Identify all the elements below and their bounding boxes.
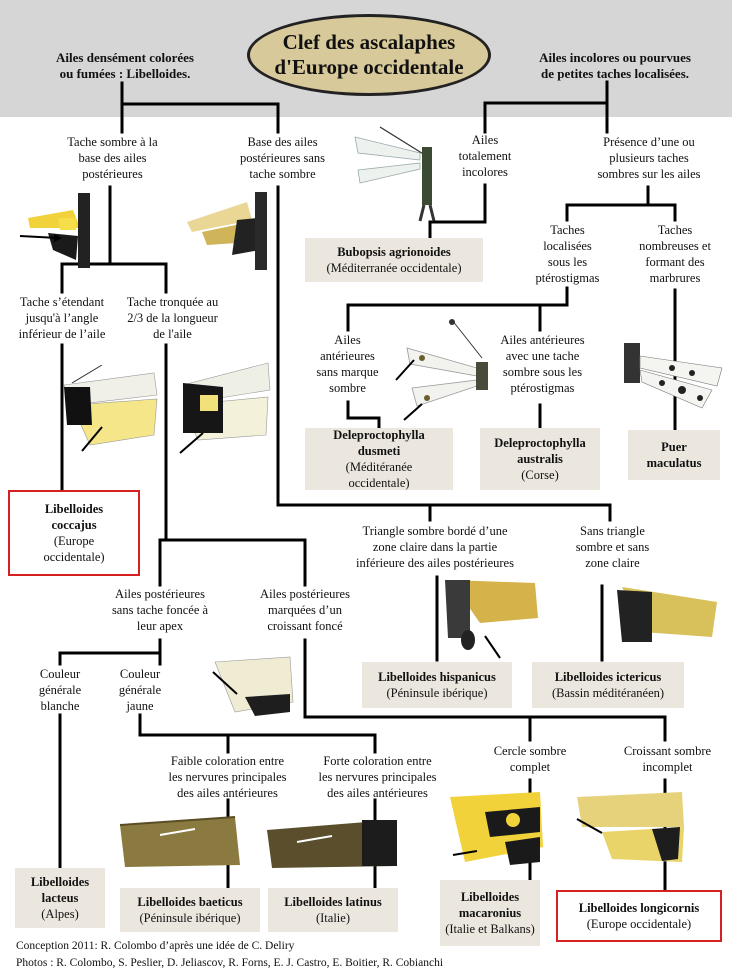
species-box-puer: Puer maculatus	[628, 430, 720, 480]
species-name: Puer maculatus	[646, 440, 702, 470]
label-incomplete-crescent: Croissant sombre incomplet	[623, 744, 712, 774]
label-weak-coloration: Faible coloration entre les nervures pri…	[168, 754, 287, 800]
ictericus-photo	[617, 587, 717, 642]
label-localized-spots: Taches localisées sous les ptérostigmas	[535, 223, 600, 285]
species-box-longicornis: Libelloides longicornis (Europe occident…	[556, 890, 722, 942]
species-box-latinus: Libelloides latinus (Italie)	[268, 888, 398, 932]
puer-maculatus-photo	[624, 343, 723, 409]
label-strong-coloration: Forte coloration entre les nervures prin…	[318, 754, 437, 800]
species-name: Bubopsis agrionoides	[337, 245, 451, 259]
title-oval: Clef des ascalaphes d'Europe occidentale	[247, 14, 491, 96]
species-box-baeticus: Libelloides baeticus (Péninsule ibérique…	[120, 888, 260, 932]
species-box-australis: Deleproctophylla australis (Corse)	[480, 428, 600, 490]
coccajus-full-photo	[63, 365, 158, 452]
label-white-color: Couleur générale blanche	[38, 667, 82, 713]
crescent-wing-photo	[212, 656, 294, 716]
species-name: Libelloides hispanicus	[378, 670, 496, 684]
species-region: (Méditerranée occidentale)	[326, 261, 462, 275]
species-name: Libelloides longicornis	[578, 901, 700, 915]
species-name: Libelloides baeticus	[137, 895, 243, 909]
species-box-macaronius: Libelloides macaronius (Italie et Balkan…	[440, 880, 540, 946]
label-wings-colorless: Ailes totalement incolores	[458, 133, 512, 179]
label-fore-no-mark: Ailes antérieures sans marque sombre	[316, 333, 379, 395]
species-region: (Italie)	[315, 911, 350, 925]
species-box-hispanicus: Libelloides hispanicus (Péninsule ibériq…	[362, 662, 512, 708]
label-numerous-spots: Taches nombreuses et formant des marbrur…	[639, 223, 711, 285]
species-box-dusmeti: Deleproctophylla dusmeti (Méditéranée oc…	[305, 428, 453, 490]
bubopsis-photo	[354, 126, 436, 222]
species-box-lacteus: Libelloides lacteus (Alpes)	[15, 868, 105, 928]
label-dark-spot-base: Tache sombre à la base des ailes postéri…	[67, 135, 158, 181]
species-box-ictericus: Libelloides ictericus (Bassin méditérané…	[532, 662, 684, 708]
deleproctophylla-photo	[395, 319, 488, 421]
species-name: Libelloides macaronius	[458, 890, 522, 920]
species-region: (Méditéranée occidentale)	[345, 460, 413, 490]
species-region: (Europe occidentale)	[586, 917, 692, 931]
label-yellow-color: Couleur générale jaune	[118, 667, 162, 713]
label-dark-triangle: Triangle sombre bordé d’une zone claire …	[356, 524, 514, 570]
species-region: (Péninsule ibérique)	[139, 911, 241, 925]
species-region: (Corse)	[521, 468, 559, 482]
longicornis-photo	[576, 792, 684, 862]
credits-conception: Conception 2011: R. Colombo d’après une …	[16, 940, 295, 952]
label-base-no-spot: Base des ailes postérieures sans tache s…	[239, 135, 326, 181]
libelloides-base-no-spot-photo	[187, 192, 267, 270]
species-name: Deleproctophylla australis	[494, 436, 586, 466]
species-region: (Bassin méditéranéen)	[551, 686, 665, 700]
species-box-bubopsis: Bubopsis agrionoides (Méditerranée occid…	[305, 238, 483, 282]
label-truncated-spot: Tache tronquée au 2/3 de la longueur de …	[126, 295, 219, 341]
macaronius-photo	[450, 792, 543, 865]
label-fore-with-spot: Ailes antérieures avec une tache sombre …	[500, 333, 585, 395]
species-region: (Alpes)	[41, 907, 79, 921]
hispanicus-photo	[445, 580, 538, 659]
label-hind-no-apex-spot: Ailes postérieures sans tache foncée à l…	[111, 587, 209, 633]
baeticus-photo	[119, 816, 240, 867]
species-region: (Europe occidentale)	[43, 534, 105, 564]
branch-label-clear-wings: Ailes incolores ou pourvues de petites t…	[539, 50, 691, 81]
credits-photos: Photos : R. Colombo, S. Peslier, D. Jeli…	[16, 957, 444, 969]
latinus-photo	[267, 820, 397, 868]
label-complete-circle: Cercle sombre complet	[493, 744, 567, 774]
label-dark-spots-present: Présence d’une ou plusieurs taches sombr…	[597, 135, 701, 181]
label-spot-to-angle: Tache s’étendant jusqu'à l’angle inférie…	[18, 295, 106, 341]
truncated-spot-photo	[179, 362, 271, 454]
coccajus-wing-photo	[19, 193, 90, 268]
label-hind-crescent: Ailes postérieures marquées d’un croissa…	[260, 587, 350, 633]
branch-label-colored-wings: Ailes densément colorées ou fumées : Lib…	[56, 50, 194, 81]
label-no-triangle: Sans triangle sombre et sans zone claire	[575, 524, 650, 570]
species-region: (Péninsule ibérique)	[386, 686, 488, 700]
species-name: Libelloides ictericus	[554, 670, 662, 684]
species-name: Deleproctophylla dusmeti	[333, 428, 425, 458]
species-box-coccajus: Libelloides coccajus (Europe occidentale…	[8, 490, 140, 576]
species-name: Libelloides coccajus	[44, 502, 104, 532]
species-region: (Italie et Balkans)	[445, 922, 535, 936]
species-name: Libelloides lacteus	[30, 875, 90, 905]
species-name: Libelloides latinus	[284, 895, 382, 909]
